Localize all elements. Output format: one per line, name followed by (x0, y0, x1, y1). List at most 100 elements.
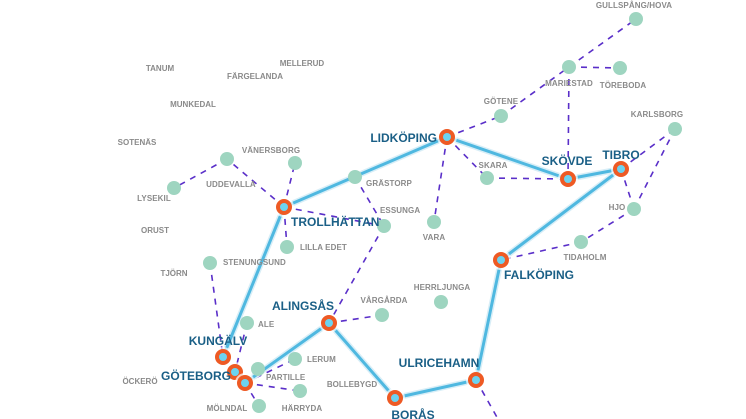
stop-label-grastorp: GRÄSTORP (366, 179, 413, 188)
hub-skovde[interactable] (558, 169, 578, 189)
place-label-sotenas: SOTENÄS (118, 138, 157, 147)
feeder-route-grastorp-essunga (354, 176, 385, 227)
hub-label-trollhattan: TROLLHÄTTAN (291, 214, 379, 229)
feeder-route-gotene-mariestad (500, 66, 570, 117)
stop-gullspang[interactable] (629, 12, 643, 26)
place-labels: GULLSPÅNG/HOVA MARIESTAD TÖREBODA GÖTENE KAR… (118, 1, 683, 419)
feeder-route-trollhattan-uddevalla (226, 158, 285, 208)
stop-tidaholm[interactable] (574, 235, 588, 249)
stop-lerum[interactable] (288, 352, 302, 366)
feeder-route-tidaholm-falkoping (500, 241, 582, 261)
hub-alingsas[interactable] (319, 313, 339, 333)
hub-label-skovde: SKÖVDE (542, 153, 593, 168)
stop-label-lerum: LERUM (307, 355, 336, 364)
feeder-route-trollhattan-vanersborg (283, 162, 296, 208)
hub-kungalv[interactable] (213, 347, 233, 367)
feeder-route-ulricehamn-offmap (475, 379, 499, 419)
feeder-route-mariestad-gullspang (568, 18, 637, 68)
hub-trollhattan[interactable] (274, 197, 294, 217)
feeder-route-essunga-alingsas (328, 225, 385, 324)
stop-toreboda[interactable] (613, 61, 627, 75)
stop-label-ale: ALE (258, 320, 275, 329)
place-label-bollebygd: BOLLEBYGD (327, 380, 377, 389)
trunk-route-lidkoping-skovde (445, 135, 570, 181)
stop-partille[interactable] (251, 362, 265, 376)
feeder-route-alingsas-vargarda (328, 314, 383, 324)
stop-label-toreboda: TÖREBODA (600, 81, 647, 90)
hub-ulricehamn[interactable] (466, 370, 486, 390)
hub-falkoping[interactable] (491, 250, 511, 270)
stop-label-tidaholm: TIDAHOLM (563, 253, 606, 262)
stop-lillaedet[interactable] (280, 240, 294, 254)
feeder-route-ale-goteborg (234, 322, 248, 373)
feeder-route-goteborg2-lerum (244, 358, 296, 384)
stop-harryda[interactable] (293, 384, 307, 398)
stop-gotene[interactable] (494, 109, 508, 123)
stop-essunga[interactable] (377, 219, 391, 233)
feeder-route-goteborg2-harryda (244, 382, 301, 392)
stop-label-vargarda: VÅRGÅRDA (360, 296, 407, 305)
feeder-route-lidkoping-vara (433, 136, 448, 223)
stop-vara[interactable] (427, 215, 441, 229)
stop-label-lillaedet: LILLA EDET (300, 243, 347, 252)
trunk-route-kungalv-trollhattan (221, 205, 286, 359)
trunk-route-boras-alingsas (327, 321, 397, 400)
stop-grastorp[interactable] (348, 170, 362, 184)
stop-skara[interactable] (480, 171, 494, 185)
stop-label-mariestad: MARIESTAD (545, 79, 593, 88)
stop-herrljunga[interactable] (434, 295, 448, 309)
hub-goteborg2[interactable] (235, 373, 255, 393)
stop-label-hjo: HJO (609, 203, 626, 212)
feeder-route-lidkoping-gotene (446, 115, 502, 138)
stop-label-molndal: MÖLNDAL (207, 404, 248, 413)
hub-lidkoping[interactable] (437, 127, 457, 147)
stop-uddevalla[interactable] (220, 152, 234, 166)
stop-ale[interactable] (240, 316, 254, 330)
place-label-mellerud: MELLERUD (280, 59, 325, 68)
stop-label-lysekil: LYSEKIL (137, 194, 171, 203)
feeder-route-hjo-tidaholm (580, 208, 635, 243)
stop-label-gullspang: GULLSPÅNG/HOVA (596, 1, 672, 10)
stop-stenungsund[interactable] (203, 256, 217, 270)
hub-label-falkoping: FALKÖPING (504, 267, 574, 282)
hub-label-boras: BORÅS (391, 407, 434, 419)
stop-label-karlsborg: KARLSBORG (631, 110, 683, 119)
place-label-ockero: ÖCKERÖ (122, 377, 157, 386)
hub-boras[interactable] (385, 388, 405, 408)
stop-karlsborg[interactable] (668, 122, 682, 136)
feeder-route-trollhattan-essunga (283, 206, 385, 227)
place-label-tanum: TANUM (146, 64, 175, 73)
stop-vanersborg[interactable] (288, 156, 302, 170)
stop-label-gotene: GÖTENE (484, 97, 519, 106)
feeder-route-hjo-karlsborg (633, 128, 676, 210)
hub-label-tibro: TIBRO (602, 148, 639, 162)
hub-label-goteborg: GÖTEBORG (161, 368, 231, 383)
hub-tibro[interactable] (611, 159, 631, 179)
place-label-munkedal: MUNKEDAL (170, 100, 216, 109)
stop-hjo[interactable] (627, 202, 641, 216)
stop-lysekil[interactable] (167, 181, 181, 195)
feeder-route-stenungsund-kungalv (209, 262, 224, 358)
trunk-route-ulricehamn-boras (393, 378, 478, 400)
place-label-tjorn: TJÖRN (160, 269, 187, 278)
stop-vargarda[interactable] (375, 308, 389, 322)
stop-label-uddevalla: UDDEVALLA (206, 180, 256, 189)
stop-label-skara: SKARA (479, 161, 508, 170)
stop-label-harryda: HÄRRYDA (282, 404, 323, 413)
hub-label-lidkoping: LIDKÖPING (370, 130, 437, 145)
feeder-route-uddevalla-lysekil (173, 158, 228, 189)
place-label-fargelanda: FÄRGELANDA (227, 72, 283, 81)
stop-mariestad[interactable] (562, 60, 576, 74)
stop-molndal[interactable] (252, 399, 266, 413)
stop-label-stenungsund: STENUNGSUND (223, 258, 286, 267)
trunk-route-tibro-falkoping (499, 167, 623, 262)
feeder-route-lidkoping-skara (446, 136, 488, 179)
feeder-route-mariestad-toreboda (568, 66, 621, 69)
stop-label-partille: PARTILLE (266, 373, 306, 382)
trunk-route-falkoping-ulricehamn (474, 258, 503, 382)
place-label-orust: ORUST (141, 226, 169, 235)
stop-label-essunga: ESSUNGA (380, 206, 420, 215)
hub-label-kungalv: KUNGÄLV (189, 333, 247, 348)
stop-label-vanersborg: VÄNERSBORG (242, 146, 300, 155)
